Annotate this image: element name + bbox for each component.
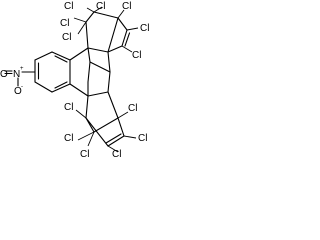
chlorine-label: Cl (122, 1, 131, 12)
negative-charge: - (21, 84, 23, 90)
nitro-group (4, 70, 36, 75)
chlorine-label: Cl (96, 1, 105, 12)
bond (123, 135, 137, 139)
bond (34, 51, 53, 61)
bottom-norbornene-cage (75, 91, 137, 153)
bond (87, 47, 91, 63)
bond (89, 61, 111, 73)
bond (117, 9, 125, 19)
bond (107, 145, 119, 153)
chemical-structure-figure: Cl Cl Cl Cl Cl Cl Cl Cl Cl Cl Cl Cl Cl O… (0, 0, 162, 158)
bond (107, 51, 111, 73)
bond (121, 45, 133, 53)
bond (87, 47, 109, 53)
top-norbornene-cage (73, 6, 139, 53)
positive-charge: + (20, 66, 24, 72)
chlorine-label: Cl (140, 23, 149, 34)
bond (121, 29, 128, 47)
bond (107, 91, 119, 119)
bond (69, 47, 89, 61)
bond (117, 111, 129, 119)
bond (34, 81, 53, 93)
atom-labels: Cl Cl Cl Cl Cl Cl Cl Cl Cl Cl Cl Cl Cl O… (0, 1, 149, 158)
bond (75, 109, 87, 119)
chlorine-label: Cl (80, 149, 89, 158)
aromatic-double-bond (54, 81, 68, 89)
bond (117, 17, 128, 31)
bond (85, 21, 89, 49)
chlorine-label: Cl (64, 102, 73, 113)
bond (51, 83, 71, 93)
bond (107, 17, 119, 53)
bond (93, 117, 119, 133)
oxygen-label: O (14, 86, 22, 97)
chlorine-label: Cl (128, 103, 137, 114)
chlorine-label: Cl (64, 1, 73, 12)
double-bond-line (105, 133, 122, 144)
oxygen-label: O (0, 69, 8, 80)
chlorine-label: Cl (132, 50, 141, 61)
bond (126, 27, 139, 31)
bond (87, 61, 91, 83)
bond (107, 71, 111, 93)
aromatic-double-bond (54, 55, 68, 63)
chlorine-label: Cl (60, 18, 69, 29)
chlorine-label: Cl (112, 149, 121, 158)
bond (85, 95, 89, 119)
chlorine-label: Cl (62, 32, 71, 43)
bond (117, 117, 125, 137)
bond (85, 11, 95, 23)
bond (87, 91, 109, 97)
nitrogen-label: N (13, 69, 20, 80)
bond (93, 6, 103, 13)
bond (85, 117, 109, 147)
double-bond-line (124, 32, 131, 47)
bond (107, 45, 123, 53)
bond (77, 131, 95, 141)
bond (107, 135, 125, 147)
bond (87, 131, 95, 147)
bond (77, 21, 87, 35)
bond (86, 7, 95, 13)
bond (93, 11, 119, 19)
chlorine-label: Cl (138, 133, 147, 144)
fused-ring-system (34, 47, 111, 97)
bond (73, 17, 87, 23)
chlorine-label: Cl (64, 133, 73, 144)
bond (51, 51, 71, 61)
bond (69, 83, 89, 97)
molecule-drawing: Cl Cl Cl Cl Cl Cl Cl Cl Cl Cl Cl Cl Cl O… (0, 1, 149, 158)
